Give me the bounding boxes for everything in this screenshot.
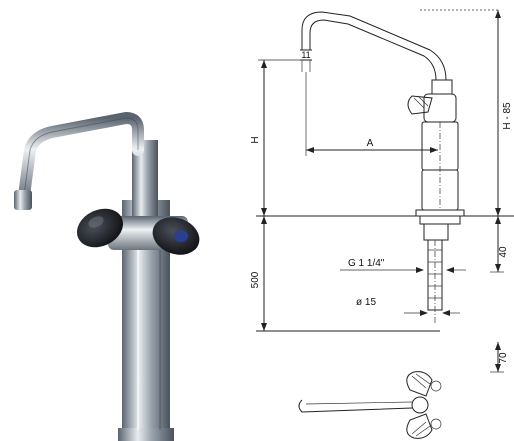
- spout-aerator: [14, 190, 32, 210]
- top-view-outline: [298, 371, 442, 439]
- dimension-thread: G 1 1/4": [340, 258, 466, 273]
- dimension-h: H: [250, 59, 302, 216]
- valve-body-outline: [407, 79, 465, 325]
- faucet-spout: [18, 111, 144, 202]
- dimension-thread-label: G 1 1/4": [348, 258, 385, 269]
- spout-mark-label: 11: [301, 50, 310, 60]
- dimension-diameter-label: ø 15: [356, 297, 376, 308]
- right-handle: [152, 217, 200, 255]
- dimension-a-label: A: [367, 138, 374, 149]
- technical-drawing: 11 H: [250, 9, 514, 439]
- left-handle: [76, 208, 124, 248]
- dimension-500-label: 500: [250, 271, 261, 288]
- dimension-40-label: 40: [498, 246, 509, 258]
- dimension-40: 40: [490, 216, 509, 273]
- dimension-diameter: ø 15: [356, 297, 460, 316]
- handle-outline: [407, 95, 433, 115]
- dimension-h-label: H: [250, 136, 261, 143]
- dimension-h-minus-85: H - 85: [495, 10, 513, 216]
- dimension-h-minus-85-label: H - 85: [502, 102, 513, 130]
- faucet-photo: [14, 111, 200, 441]
- spout-outline: 11: [300, 11, 447, 81]
- dimension-70: 70: [490, 342, 509, 373]
- top-view-handle-1: [406, 371, 433, 397]
- faucet-base: [118, 428, 174, 441]
- dimension-70-label: 70: [498, 352, 509, 364]
- dimension-500: 500: [250, 216, 267, 331]
- dimension-a: A: [305, 72, 438, 156]
- top-view-handle-2: [406, 413, 433, 439]
